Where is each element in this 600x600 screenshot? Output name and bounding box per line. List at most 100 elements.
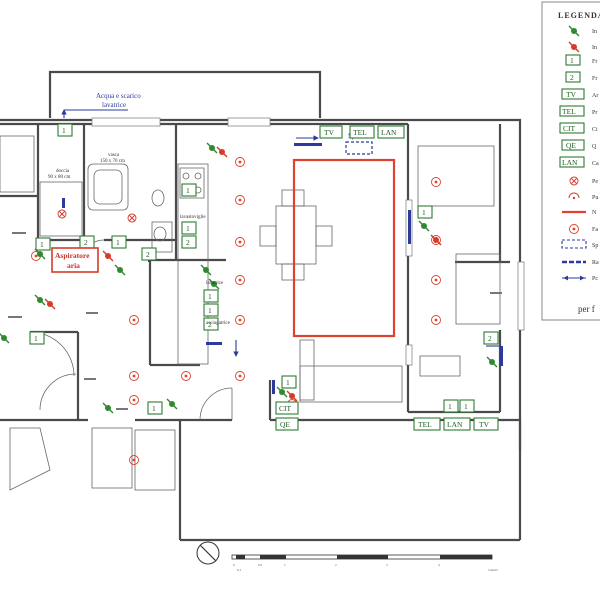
room-labels: Acqua e scarico lavatrice vasca 150 x 70… — [48, 92, 231, 326]
svg-text:4: 4 — [438, 563, 440, 567]
svg-text:Ra: Ra — [592, 260, 599, 266]
svg-text:1: 1 — [422, 208, 426, 217]
svg-text:Pc: Pc — [592, 276, 598, 282]
svg-text:Fr: Fr — [592, 76, 597, 82]
svg-text:Acqua e scarico: Acqua e scarico — [96, 92, 141, 100]
svg-text:QE: QE — [280, 420, 290, 429]
svg-text:1: 1 — [286, 378, 290, 387]
svg-text:1: 1 — [464, 402, 468, 411]
box-b1-e: 1 — [181, 221, 197, 235]
svg-text:LAN: LAN — [562, 158, 578, 167]
svg-text:lavastoviglie: lavastoviglie — [180, 215, 206, 220]
svg-text:QE: QE — [566, 141, 576, 150]
svg-text:2: 2 — [335, 563, 337, 567]
svg-text:LAN: LAN — [447, 420, 463, 429]
legend-labels: In In Fr Fr Ar Pr Ci Q Ca Pe Pu N Fa Sp … — [592, 29, 599, 282]
box-b2-a: 2 — [79, 235, 95, 249]
svg-text:N: N — [592, 210, 597, 216]
legend-title: LEGENDA — [558, 11, 600, 20]
north-indicator — [196, 541, 220, 565]
outlet-box-groups: 1 1 2 1 2 1 1 1 2 1 1 2 1 1 2 1 1 1 TV T… — [29, 123, 499, 431]
box-tel-bottom: TEL — [413, 417, 441, 431]
svg-text:aria: aria — [67, 261, 80, 270]
svg-text:TEL: TEL — [418, 420, 432, 429]
svg-text:Ci: Ci — [592, 127, 598, 133]
svg-text:In: In — [592, 29, 597, 35]
box-qe: QE — [275, 417, 299, 431]
box-b1-g: 1 — [203, 303, 219, 317]
svg-text:2: 2 — [84, 238, 88, 247]
svg-text:lavatrice: lavatrice — [206, 281, 224, 286]
box-lan-top: LAN — [377, 125, 405, 139]
scale-bar: 0 0,1 0,5 1 2 3 4 5 metri — [231, 554, 498, 573]
box-b1-d: 1 — [181, 183, 197, 197]
svg-text:LAN: LAN — [381, 128, 397, 137]
svg-text:1: 1 — [570, 56, 574, 65]
box-b1-top: 1 — [57, 123, 73, 137]
box-b2-d: 2 — [203, 317, 219, 331]
furniture — [0, 135, 501, 491]
svg-text:Q: Q — [592, 144, 597, 150]
red-zone-outline — [292, 158, 396, 338]
box-b1-j: 1 — [281, 375, 297, 389]
svg-text:Sp: Sp — [592, 243, 598, 249]
svg-text:TV: TV — [479, 420, 490, 429]
box-lan-bottom: LAN — [443, 417, 471, 431]
svg-text:TEL: TEL — [562, 107, 576, 116]
svg-text:1: 1 — [208, 306, 212, 315]
svg-text:1: 1 — [116, 238, 120, 247]
switches — [0, 142, 498, 414]
ceiling-lights — [31, 157, 441, 465]
svg-text:2: 2 — [186, 238, 190, 247]
svg-text:Aspiratore: Aspiratore — [55, 251, 90, 260]
svg-text:TV: TV — [324, 128, 335, 137]
box-b1-h: 1 — [147, 401, 163, 415]
svg-text:2: 2 — [488, 334, 492, 343]
box-b2-c: 2 — [181, 235, 197, 249]
box-b1-i: 1 — [417, 205, 433, 219]
legend-footer: per f — [578, 304, 595, 314]
svg-text:1: 1 — [62, 126, 66, 135]
svg-text:2: 2 — [208, 320, 212, 329]
svg-text:Fa: Fa — [592, 227, 598, 233]
box-b1-c: 1 — [29, 331, 45, 345]
svg-text:1: 1 — [152, 404, 156, 413]
dimension-notes — [8, 232, 502, 410]
box-b1-b: 1 — [111, 235, 127, 249]
box-tv-top: TV — [319, 125, 343, 139]
legend: LEGENDA 1 2 TV TEL CIT QE LAN In In — [541, 1, 600, 321]
svg-text:Ar: Ar — [592, 93, 598, 99]
aspiratore-box: Aspiratore aria — [51, 247, 99, 273]
box-tel-top: TEL — [349, 125, 375, 139]
svg-text:CIT: CIT — [279, 404, 292, 413]
svg-text:2: 2 — [570, 73, 574, 82]
svg-text:TEL: TEL — [353, 128, 367, 137]
svg-text:Pr: Pr — [592, 110, 597, 116]
svg-text:Ca: Ca — [592, 161, 599, 167]
svg-text:vasca: vasca — [108, 153, 120, 158]
svg-text:3: 3 — [386, 563, 388, 567]
walls — [0, 70, 522, 542]
pipe-arrows — [61, 109, 500, 357]
windows — [91, 117, 525, 366]
box-b2-b: 2 — [141, 247, 157, 261]
svg-text:CIT: CIT — [563, 124, 576, 133]
svg-text:doccia: doccia — [56, 169, 70, 174]
svg-text:1: 1 — [208, 292, 212, 301]
svg-text:lavatrice: lavatrice — [102, 101, 126, 109]
svg-text:In: In — [592, 45, 597, 51]
svg-text:90 x 80 cm: 90 x 80 cm — [48, 175, 70, 180]
svg-text:5 metri: 5 metri — [488, 568, 498, 572]
svg-text:1: 1 — [186, 224, 190, 233]
svg-text:0,5: 0,5 — [258, 563, 263, 568]
svg-text:1: 1 — [40, 240, 44, 249]
svg-text:0,1: 0,1 — [237, 568, 242, 573]
box-b1-a: 1 — [35, 237, 51, 251]
svg-text:1: 1 — [448, 402, 452, 411]
box-tv-bottom: TV — [473, 417, 499, 431]
box-cit: CIT — [275, 401, 299, 415]
svg-text:Pu: Pu — [592, 195, 598, 201]
box-b1-f: 1 — [203, 289, 219, 303]
svg-text:1: 1 — [284, 563, 286, 567]
